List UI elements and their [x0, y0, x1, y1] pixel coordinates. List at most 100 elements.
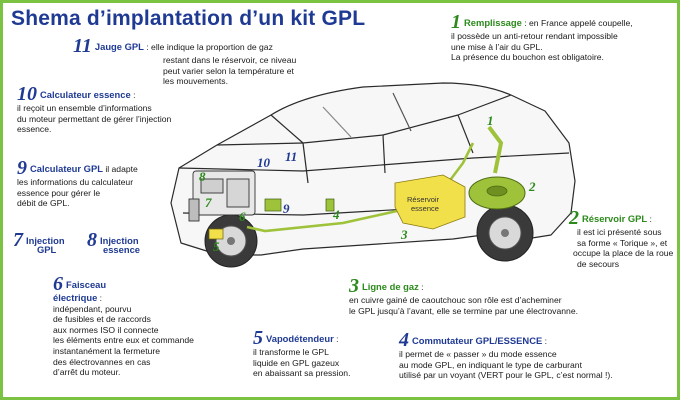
item-4-line-1: il permet de « passer » du mode essence [399, 349, 557, 359]
rear-wheel [476, 204, 534, 262]
item-11-line-1: restant dans le réservoir, ce niveau [163, 55, 297, 65]
item-3-line-2: le GPL jusqu’à l’avant, elle se termine … [349, 305, 578, 316]
item-6-line-7: d’arrêt du moteur. [53, 367, 121, 378]
item-10-line-2: du moteur permettant de gérer l’injectio… [17, 113, 172, 124]
item-5-heading: Vapodétendeur [266, 333, 334, 344]
item-4-line-2: au mode GPL, en indiquant le type de car… [399, 359, 582, 370]
item-10-inline: : [130, 90, 136, 100]
car-body [170, 82, 576, 256]
front-wheel [204, 214, 258, 268]
item-5-line-3: en abaissant sa pression. [253, 368, 351, 379]
vaporiser-part [208, 228, 224, 240]
item-11-heading: Jauge GPL [94, 41, 144, 52]
callout-8: 8 [199, 169, 206, 184]
item-7-number: 7 [13, 229, 23, 251]
item-11-number: 11 [73, 35, 92, 57]
item-6-line-4: les éléments entre eux et commande [53, 335, 194, 346]
callout-6: 6 [239, 209, 246, 224]
item-4-inline: : [542, 336, 548, 346]
item-3-line-1: en cuivre gainé de caoutchouc son rôle e… [349, 295, 562, 305]
item-1-line-1: il possède un anti-retour rendant imposs… [451, 31, 618, 41]
switch-part [325, 198, 335, 212]
item-6-line-1: indépendant, pourvu [53, 303, 132, 314]
callout-11: 11 [285, 149, 297, 164]
item-11-line-2: peut varier selon la température et [163, 65, 294, 76]
callout-10: 10 [257, 155, 271, 170]
item-3-heading: Ligne de gaz [362, 281, 419, 292]
item-6-heading-row: électrique : [53, 292, 243, 304]
item-9-line-1: les informations du calculateur [17, 177, 134, 187]
callout-4: 4 [332, 207, 340, 222]
item-9-line-2: essence pour gérer le [17, 187, 101, 198]
item-2-heading: Réservoir GPL [582, 213, 648, 224]
item-1-inline: : en France appelé coupelle, [521, 18, 633, 28]
item-9-inline: il adapte [102, 164, 138, 174]
item-6-inline: : [97, 293, 103, 303]
item-6-number: 6 [53, 273, 63, 295]
callout-7: 7 [205, 195, 212, 210]
item-8-number: 8 [87, 229, 97, 251]
item-10-line-3: essence. [17, 124, 52, 135]
petrol-tank-label-2: essence [411, 204, 439, 213]
item-6-line-2: de fusibles et de raccords [53, 314, 151, 325]
item-11-line-3: les mouvements. [163, 76, 228, 87]
item-6-heading: Faisceau [66, 279, 107, 290]
item-11-inline: : elle indique la proportion de gaz [143, 42, 273, 52]
item-10-heading: Calculateur essence [40, 89, 131, 100]
petrol-tank-label-1: Réservoir [407, 195, 440, 204]
item-1-number: 1 [451, 11, 461, 33]
item-2-number: 2 [569, 207, 579, 229]
item-4-heading: Commutateur GPL/ESSENCE [412, 335, 543, 346]
item-2-inline: : [647, 214, 652, 224]
item-8-heading-2: essence [103, 244, 141, 255]
petrol-tank [394, 174, 466, 230]
item-9-heading: Calculateur GPL [30, 163, 103, 174]
item-6-heading-2: électrique [53, 292, 98, 303]
item-10-number: 10 [17, 83, 37, 105]
item-6-line-6: des électrovannes en cas [53, 356, 151, 367]
item-5-line-2: liquide en GPL gazeux [253, 357, 340, 368]
item-1-line-2: une mise à l’air du GPL. [451, 41, 543, 52]
item-6-line-3: aux normes ISO il connecte [53, 324, 159, 335]
page-title: Shema d’implantation d’un kit GPL [11, 7, 366, 30]
item-5-inline: : [333, 334, 339, 344]
item-2-line-1: il est ici présenté sous [577, 227, 662, 237]
car-diagram: Réservoir essence 1 2 3 4 5 6 7 8 9 10 1… [170, 82, 576, 268]
callout-1: 1 [487, 113, 494, 128]
item-6-line-5: instantanément la fermeture [53, 345, 161, 356]
item-2-line-4: de secours [577, 258, 620, 269]
lpg-ecu-part [264, 198, 282, 212]
item-5-number: 5 [253, 327, 263, 349]
item-7-heading-2: GPL [37, 244, 57, 255]
item-3-number: 3 [349, 275, 359, 297]
callout-3: 3 [400, 227, 408, 242]
item-9-number: 9 [17, 157, 27, 179]
engine-bay [188, 170, 256, 222]
item-2-line-3: occupe la place de la roue [573, 248, 674, 259]
callout-2: 2 [528, 179, 536, 194]
item-1-heading: Remplissage [464, 17, 522, 28]
item-4-line-3: utilisé par un voyant (VERT pour le GPL,… [399, 370, 613, 381]
item-9-line-3: débit de GPL. [17, 198, 70, 209]
lpg-tank [468, 176, 526, 210]
gas-line [246, 142, 475, 233]
item-8-heading: Injection [100, 235, 139, 246]
item-7-heading: Injection [26, 235, 65, 246]
item-2-line-2: sa forme « Torique », et [577, 237, 668, 248]
callout-5: 5 [213, 239, 220, 254]
item-1-line-3: La présence du bouchon est obligatoire. [451, 52, 604, 63]
fill-line [487, 125, 504, 174]
item-4-number: 4 [399, 329, 409, 351]
